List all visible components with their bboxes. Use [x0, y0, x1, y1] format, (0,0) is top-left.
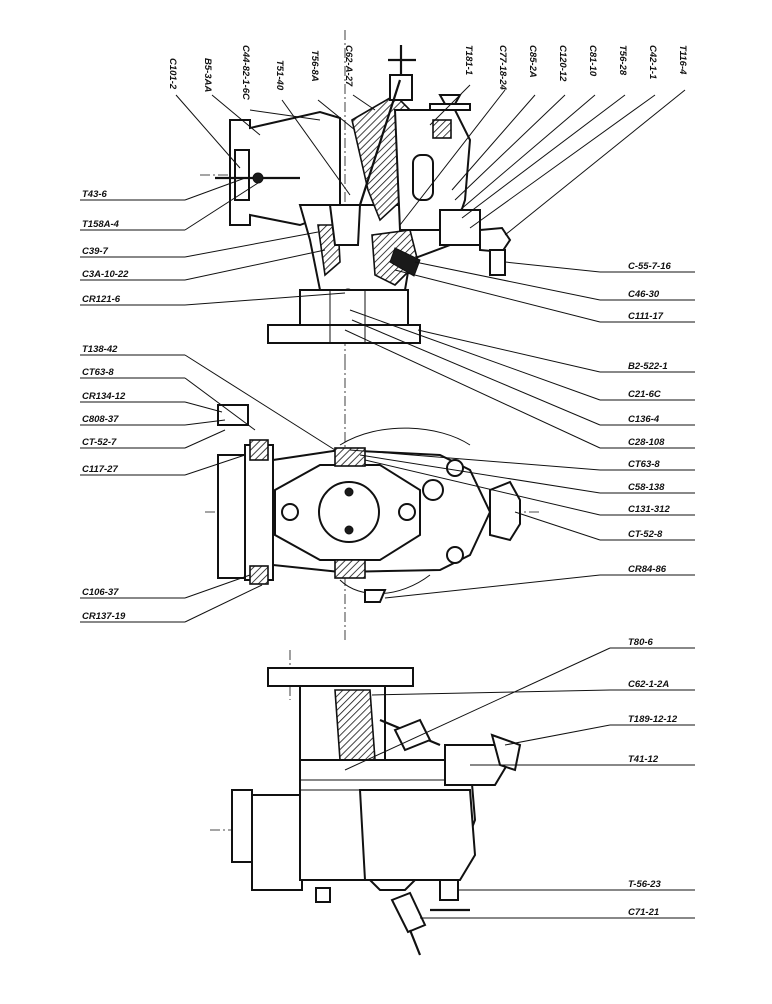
label-ct63-8-left: CT63-8: [82, 367, 114, 378]
label-t43-6: T43-6: [82, 189, 108, 200]
top-view-drawing: [200, 30, 512, 360]
label-ct-52-8: CT-52-8: [628, 529, 663, 540]
label-c42-1-1: C42-1-1: [647, 45, 658, 79]
label-t51-40: T51-40: [274, 60, 285, 91]
leader-lines: [80, 84, 695, 919]
middle-view-drawing: [205, 360, 540, 640]
label-t189-12-12: T189-12-12: [628, 714, 678, 725]
label-c77-18-24: C77-18-24: [497, 45, 508, 91]
label-t138-42: T138-42: [82, 344, 118, 355]
label-c3a-10-22: C3A-10-22: [82, 269, 129, 280]
label-c46-30: C46-30: [628, 289, 660, 300]
label-c28-108: C28-108: [628, 437, 665, 448]
label-t158a-4: T158A-4: [82, 219, 120, 230]
label-c62-1-2a: C62-1-2A: [628, 679, 669, 690]
label-c120-12: C120-12: [557, 45, 568, 82]
label-c131-312: C131-312: [628, 504, 670, 515]
right-labels: C-55-7-16 C46-30 C111-17 B2-522-1 C21-6C…: [628, 261, 678, 918]
label-b2-522-1: B2-522-1: [628, 361, 668, 372]
label-cr134-12: CR134-12: [82, 391, 126, 402]
left-labels: T43-6 T158A-4 C39-7 C3A-10-22 CR121-6 T1…: [82, 189, 129, 622]
label-ct-52-7: CT-52-7: [82, 437, 117, 448]
label-c62-a-27: C62-A-27: [343, 45, 354, 87]
label-c808-37: C808-37: [82, 414, 119, 425]
label-c106-37: C106-37: [82, 587, 119, 598]
label-t56-28: T56-28: [617, 45, 628, 76]
label-c71-21: C71-21: [628, 907, 659, 918]
label-t41-12: T41-12: [628, 754, 659, 765]
label-ct63-8-right: CT63-8: [628, 459, 660, 470]
label-t116-4: T116-4: [677, 45, 688, 75]
label-c39-7: C39-7: [82, 246, 109, 257]
bottom-view-drawing: [210, 650, 522, 956]
label-c111-17: C111-17: [628, 311, 664, 322]
label-cr121-6: CR121-6: [82, 294, 121, 305]
label-c101-2: C101-2: [167, 58, 178, 90]
label-t181-1: T181-1: [463, 45, 474, 75]
label-c-55-7-16: C-55-7-16: [628, 261, 671, 272]
label-t-56-23: T-56-23: [628, 879, 661, 890]
label-t80-6: T80-6: [628, 637, 654, 648]
top-rotated-labels: C101-2 B5-3AA C44-82-1-6C T51-40 T56-8A …: [167, 45, 688, 100]
label-c81-10: C81-10: [587, 45, 598, 77]
label-cr84-86: CR84-86: [628, 564, 667, 575]
label-c136-4: C136-4: [628, 414, 660, 425]
label-c85-2a: C85-2A: [527, 45, 538, 78]
label-c58-138: C58-138: [628, 482, 665, 493]
label-b5-3aa: B5-3AA: [202, 58, 213, 92]
label-c44-82: C44-82-1-6C: [240, 45, 251, 100]
label-cr137-19: CR137-19: [82, 611, 126, 622]
label-t56-8a: T56-8A: [309, 50, 320, 82]
label-c117-27: C117-27: [82, 464, 118, 475]
label-c21-6c: C21-6C: [628, 389, 661, 400]
